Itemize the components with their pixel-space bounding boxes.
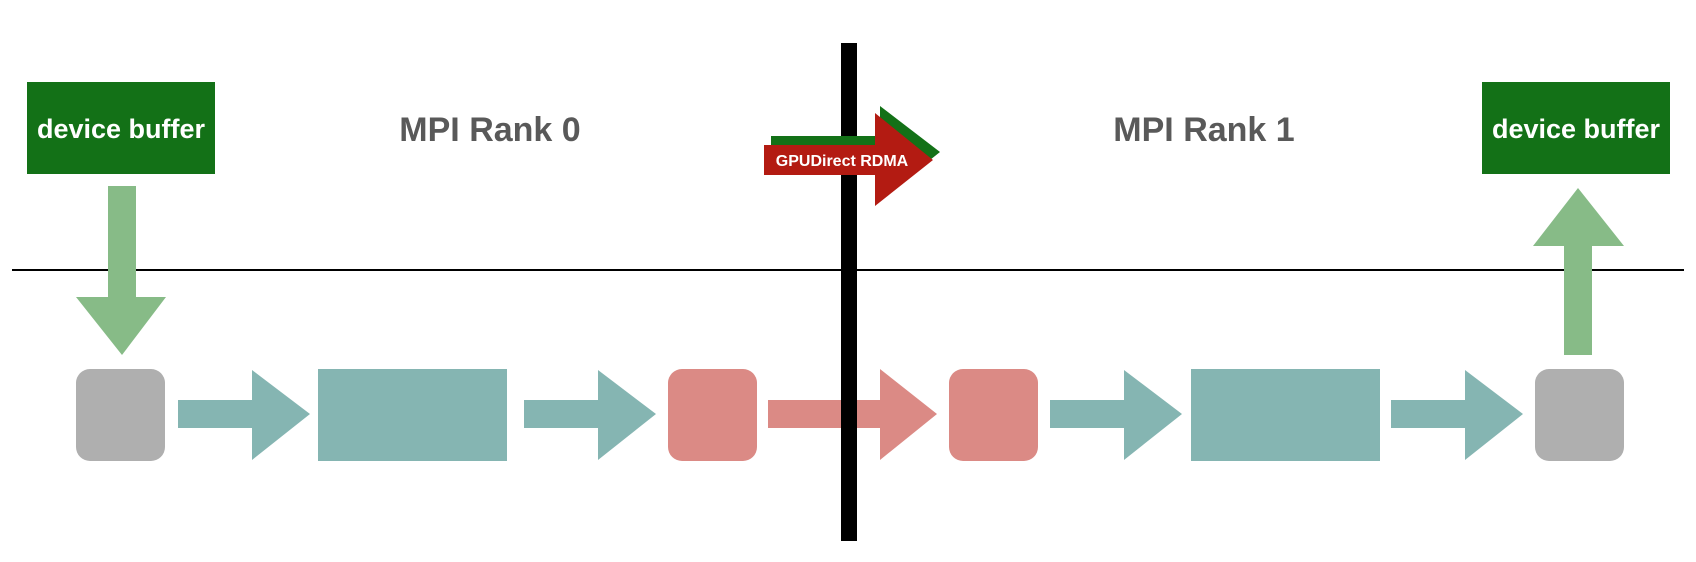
gpudirect-rdma-arrow: GPUDirect RDMA [764, 106, 940, 206]
nic-block-left [668, 369, 757, 461]
up-arrow-right [1533, 188, 1624, 355]
device-buffer-right: device buffer [1482, 82, 1670, 174]
device-buffer-left-label: device buffer [37, 114, 206, 144]
pipeline-arrow-1 [178, 370, 310, 460]
nic-block-right [949, 369, 1038, 461]
rank0-label: MPI Rank 0 [399, 111, 580, 149]
rdma-label: GPUDirect RDMA [776, 153, 909, 170]
device-buffer-left: device buffer [27, 82, 215, 174]
pipeline-arrow-4 [1391, 370, 1523, 460]
staging-block-right [1191, 369, 1380, 461]
rank1-label: MPI Rank 1 [1113, 111, 1294, 149]
host-block-right [1535, 369, 1624, 461]
staging-block-left [318, 369, 507, 461]
rdma-arrow-body [764, 113, 933, 206]
rank-divider [841, 43, 857, 541]
pipeline-arrow-3 [1050, 370, 1182, 460]
host-block-left [76, 369, 165, 461]
device-buffer-right-label: device buffer [1492, 114, 1661, 144]
down-arrow-left [76, 186, 166, 355]
pipeline-arrow-2 [524, 370, 656, 460]
